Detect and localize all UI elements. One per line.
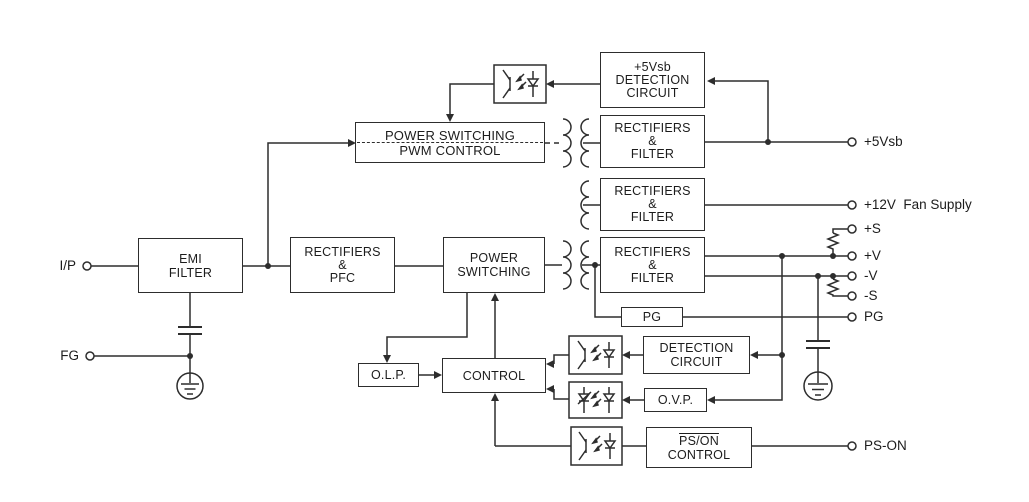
terminal-5vsb <box>847 137 857 147</box>
terminal-plus-s <box>847 224 857 234</box>
terminal-pson <box>847 441 857 451</box>
block-label: PWM CONTROL <box>399 142 501 158</box>
block-label: DETECTION <box>615 72 690 87</box>
block-label: PFC <box>329 270 356 285</box>
block-label: PS/ON <box>679 433 719 448</box>
rectifiers-filter-fan-block: RECTIFIERS & FILTER <box>600 178 705 231</box>
block-label: POWER SWITCHING <box>384 127 516 143</box>
block-label: EMI <box>179 251 202 266</box>
block-label: CIRCUIT <box>670 355 723 369</box>
block-label: RECTIFIERS <box>614 244 691 259</box>
block-label: PG <box>642 310 662 324</box>
output-ground-branch <box>806 276 830 372</box>
output-label-pg: PG <box>864 309 884 324</box>
output-label-pson: PS-ON <box>864 438 907 453</box>
block-label: RECTIFIERS <box>614 184 691 198</box>
block-label: +5Vsb <box>634 59 671 74</box>
sense-resistor-plus <box>825 228 848 256</box>
earth-ground-icon <box>803 371 833 401</box>
feedback-riser <box>715 256 783 401</box>
pg-wires <box>594 265 621 318</box>
optocoupler-detection-icon <box>568 335 623 375</box>
block-label: SWITCHING <box>457 265 531 279</box>
block-label: RECTIFIERS <box>304 244 381 259</box>
block-label: & <box>648 197 657 211</box>
block-label: & <box>648 257 657 272</box>
block-label: & <box>338 257 347 272</box>
sense-resistor-minus <box>825 276 848 297</box>
block-label: FILTER <box>630 147 675 161</box>
output-label-minus-v: -V <box>864 268 878 283</box>
block-label: CONTROL <box>667 447 731 462</box>
block-label: RECTIFIERS <box>614 121 691 135</box>
terminal-plus-v <box>847 251 857 261</box>
optocoupler-ovp-icon <box>568 381 623 419</box>
pson-control-block: PS/ON CONTROL <box>646 427 752 468</box>
detection-circuit-block: DETECTION CIRCUIT <box>643 336 750 374</box>
rectifiers-pfc-block: RECTIFIERS & PFC <box>290 237 395 293</box>
ovp-block: O.V.P. <box>644 388 707 412</box>
output-label-minus-s: -S <box>864 288 878 303</box>
fg-earth-ground-icon <box>176 372 204 400</box>
emi-filter-block: EMI FILTER <box>138 238 243 293</box>
block-label: CONTROL <box>462 368 526 383</box>
block-label: O.L.P. <box>370 368 407 382</box>
5vsb-detection-circuit-block: +5Vsb DETECTION CIRCUIT <box>600 52 705 108</box>
block-label: & <box>648 134 657 148</box>
optocoupler-pwm-icon <box>493 64 547 104</box>
optocoupler-pson-icon <box>570 426 623 466</box>
block-label: FILTER <box>168 265 213 280</box>
arrowheads <box>348 77 758 404</box>
block-label: POWER <box>469 251 519 265</box>
transformer-fan-winding <box>580 180 600 230</box>
control-block: CONTROL <box>442 358 546 393</box>
output-label-fan: +12V Fan Supply <box>864 197 972 212</box>
terminal-fan <box>847 200 857 210</box>
pwm-control-block: POWER SWITCHING PWM CONTROL <box>355 122 545 163</box>
olp-block: O.L.P. <box>358 363 419 387</box>
block-label: O.V.P. <box>657 393 694 407</box>
block-label: FILTER <box>630 270 675 285</box>
terminal-ip <box>82 261 92 271</box>
emi-ground-branch <box>94 293 202 373</box>
pg-block: PG <box>621 307 683 327</box>
primary-wires <box>91 142 562 267</box>
terminal-minus-s <box>847 291 857 301</box>
block-label: FILTER <box>630 210 675 224</box>
terminal-minus-v <box>847 271 857 281</box>
terminal-fg <box>85 351 95 361</box>
block-label: DETECTION <box>659 341 734 355</box>
pwm-feedback-wires <box>449 80 769 144</box>
rectifiers-filter-5vsb-block: RECTIFIERS & FILTER <box>600 115 705 168</box>
rectifiers-filter-main-block: RECTIFIERS & FILTER <box>600 237 705 293</box>
output-label-plus-s: +S <box>864 221 881 236</box>
output-rails <box>683 141 848 447</box>
transformer-5vsb <box>562 118 600 168</box>
terminals <box>82 137 857 451</box>
power-switching-block: POWER SWITCHING <box>443 237 545 293</box>
isolation-dashed-line <box>357 141 543 143</box>
input-label-fg: FG <box>60 348 79 363</box>
input-label-ip: I/P <box>59 258 76 273</box>
block-label: CIRCUIT <box>626 85 679 100</box>
output-label-plus-v: +V <box>864 248 881 263</box>
terminal-pg <box>847 312 857 322</box>
junction-dots <box>187 139 836 359</box>
output-label-5vsb: +5Vsb <box>864 134 903 149</box>
